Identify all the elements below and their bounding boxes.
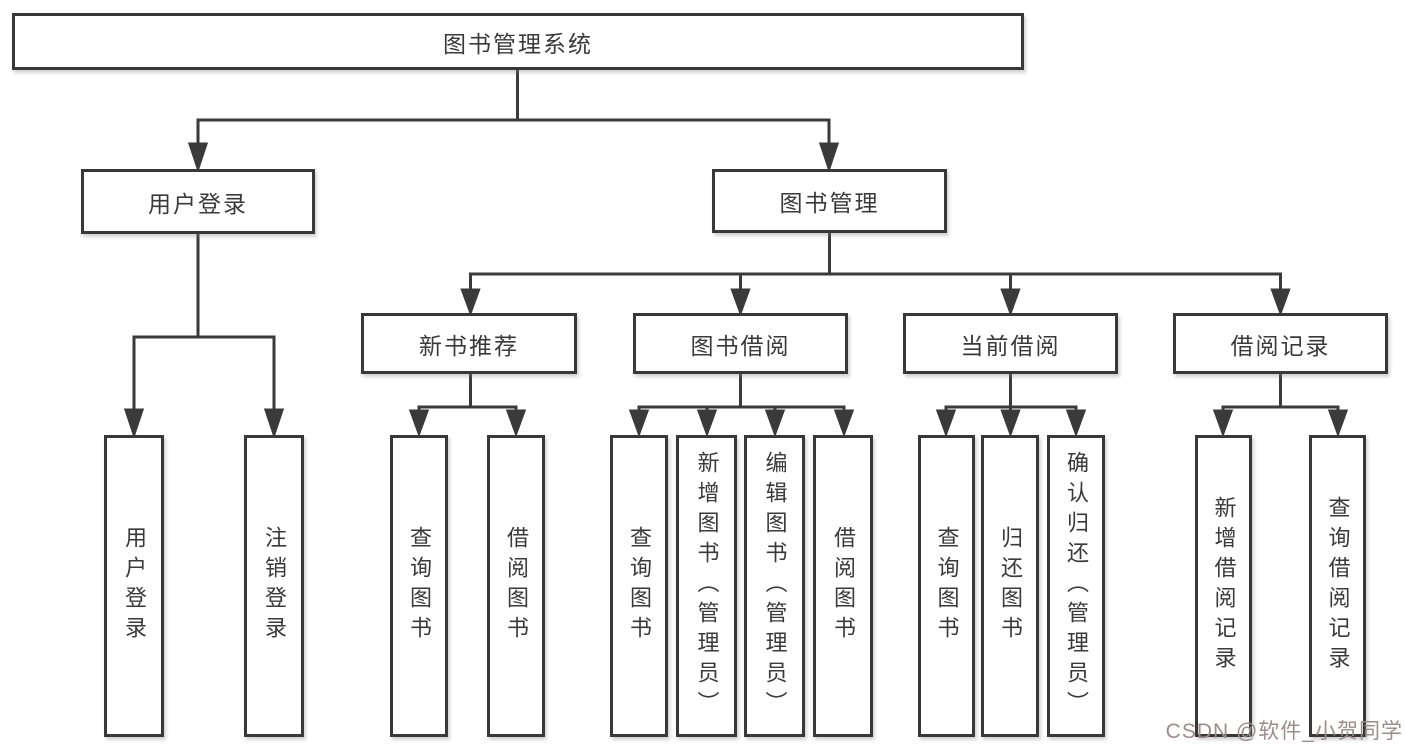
arrow-down-icon: [730, 288, 751, 317]
node-return-books: 归还图书: [981, 435, 1039, 737]
arrow-down-icon: [408, 409, 430, 438]
node-query-books-current: 查询图书: [918, 435, 975, 737]
branch-borrow-records: [1212, 374, 1349, 438]
arrow-down-icon: [460, 288, 481, 317]
node-label: 查询图书: [407, 526, 432, 646]
arrow-down-icon: [505, 409, 527, 438]
arrow-down-icon: [1270, 288, 1291, 317]
arrow-down-icon: [1000, 288, 1021, 317]
node-root-system: 图书管理系统: [12, 13, 1024, 70]
branch-current-borrow: [935, 374, 1087, 438]
node-book-borrow: 图书借阅: [633, 313, 848, 374]
node-query-books-borrow: 查询图书: [610, 435, 668, 737]
arrow-down-icon: [696, 409, 718, 438]
node-label: 借阅图书: [831, 526, 856, 646]
node-label: 确认归还（管理员）: [1064, 451, 1089, 721]
node-user-login-leaf: 用户登录: [104, 435, 164, 737]
node-add-borrow-record: 新增借阅记录: [1195, 435, 1252, 737]
csdn-watermark: CSDN @软件_小贺同学: [1165, 720, 1403, 743]
node-add-books-admin: 新增图书（管理员）: [676, 435, 737, 737]
node-edit-books-admin: 编辑图书（管理员）: [744, 435, 805, 737]
arrow-down-icon: [123, 408, 145, 439]
arrow-down-icon: [764, 409, 786, 438]
node-confirm-return-admin: 确认归还（管理员）: [1047, 435, 1105, 737]
branch-book-borrow: [628, 374, 855, 438]
node-label: 注销登录: [262, 526, 287, 646]
node-query-books-recommend: 查询图书: [390, 435, 448, 737]
arrow-down-icon: [628, 409, 650, 438]
node-user-login: 用户登录: [81, 169, 315, 234]
node-label: 查询图书: [627, 526, 652, 646]
node-label: 编辑图书（管理员）: [762, 451, 788, 721]
node-label: 查询借阅记录: [1325, 496, 1351, 676]
branch-book-management: [460, 233, 1291, 317]
node-borrow-books-recommend: 借阅图书: [487, 435, 545, 737]
arrow-down-icon: [1000, 409, 1021, 438]
node-label: 用户登录: [122, 526, 147, 646]
arrow-down-icon: [818, 142, 840, 173]
branch-root: [187, 70, 840, 173]
node-borrow-books: 借阅图书: [813, 435, 873, 737]
node-label: 借阅图书: [504, 526, 529, 646]
arrow-down-icon: [1212, 409, 1234, 438]
node-logout: 注销登录: [244, 435, 304, 737]
arrow-down-icon: [187, 142, 209, 173]
node-query-borrow-record: 查询借阅记录: [1309, 435, 1366, 737]
arrow-down-icon: [935, 409, 957, 438]
node-current-borrow: 当前借阅: [903, 313, 1118, 374]
arrow-down-icon: [263, 408, 285, 439]
arrow-down-icon: [833, 409, 855, 438]
node-book-management: 图书管理: [712, 169, 947, 233]
arrow-down-icon: [1065, 409, 1087, 438]
node-label: 查询图书: [934, 526, 960, 646]
branch-user-login: [123, 234, 285, 439]
node-borrow-records: 借阅记录: [1173, 313, 1388, 374]
node-label: 新增图书（管理员）: [694, 451, 720, 721]
node-label: 归还图书: [998, 526, 1023, 646]
branch-new-book-recommend: [408, 374, 527, 438]
node-new-book-recommend: 新书推荐: [361, 313, 577, 374]
node-label: 新增借阅记录: [1211, 496, 1237, 676]
arrow-down-icon: [1327, 409, 1349, 438]
